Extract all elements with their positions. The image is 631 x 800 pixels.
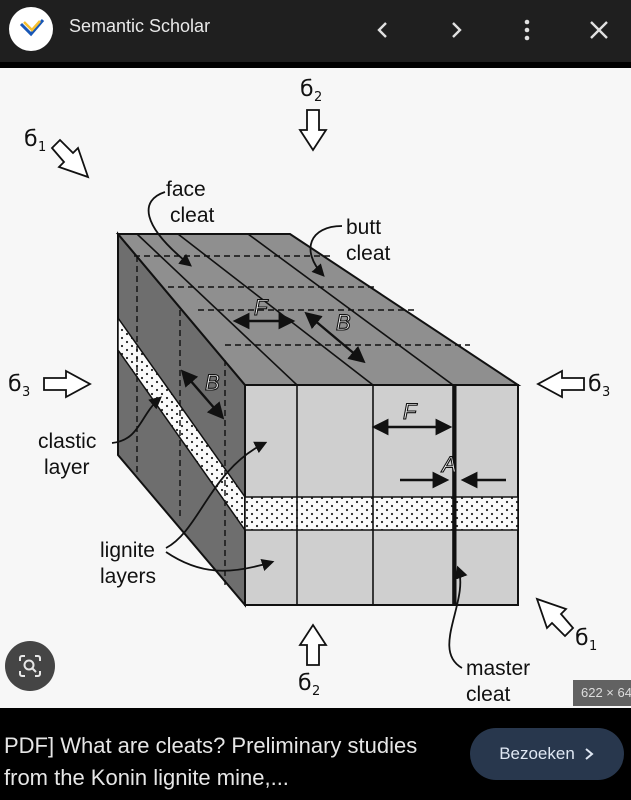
svg-text:2: 2 <box>312 684 320 699</box>
face-cleat-label-2: cleat <box>170 204 215 227</box>
sigma2-top-symbol: б <box>300 77 314 102</box>
sigma1-top-arrow <box>50 138 90 179</box>
clastic-layer-label-2: layer <box>44 456 90 479</box>
svg-text:2: 2 <box>314 90 322 105</box>
sigma2-bottom-symbol: б <box>298 671 312 696</box>
sigma3-left-symbol: б <box>8 372 22 397</box>
face-cleat-label-1: face <box>166 178 206 201</box>
b-label-top: B <box>336 310 351 335</box>
master-cleat-label-2: cleat <box>466 683 511 706</box>
lignite-layers-label-1: lignite <box>100 539 155 562</box>
f-label-front: F <box>403 399 418 424</box>
chevron-right-icon <box>452 22 462 38</box>
lignite-layers-label-2: layers <box>100 565 156 588</box>
cleat-diagram: б 2 б 2 б 1 б 1 б 3 б 3 F B B F A <box>8 77 610 706</box>
a-label: A <box>440 452 457 477</box>
clastic-layer-label-1: clastic <box>38 430 96 453</box>
butt-cleat-label-1: butt <box>346 216 381 239</box>
clastic-band-front <box>244 496 519 531</box>
sigma1-bottom-arrow <box>535 597 575 638</box>
sigma3-right-symbol: б <box>588 372 602 397</box>
lens-search-button[interactable] <box>5 641 55 691</box>
block-front-face <box>244 384 519 606</box>
b-arrow-top <box>304 311 366 364</box>
b-label-side: B <box>205 370 220 395</box>
more-vertical-icon <box>524 19 530 41</box>
image-dimensions-badge: 622 × 64 <box>573 680 631 706</box>
svg-text:3: 3 <box>602 385 610 400</box>
close-icon <box>590 21 608 39</box>
visit-button-label: Bezoeken <box>499 744 575 763</box>
sigma3-right-arrow <box>536 369 585 399</box>
sigma3-left-arrow <box>43 369 92 399</box>
visit-button[interactable]: Bezoeken <box>470 728 624 780</box>
caption-title[interactable]: PDF] What are cleats? Preliminary studie… <box>4 733 418 790</box>
b-arrow-side <box>180 369 225 420</box>
butt-cleat-label-2: cleat <box>346 242 391 265</box>
sigma1-bottom-symbol: б <box>575 626 589 651</box>
back-button[interactable] <box>363 10 403 50</box>
sigma1-top-symbol: б <box>24 127 38 152</box>
svg-text:3: 3 <box>22 385 30 400</box>
top-bar: Semantic Scholar <box>0 0 631 62</box>
svg-text:1: 1 <box>38 140 46 155</box>
image-preview[interactable]: б 2 б 2 б 1 б 1 б 3 б 3 F B B F A <box>0 68 631 708</box>
semantic-scholar-logo <box>9 7 53 51</box>
chevron-left-icon <box>377 22 387 38</box>
chevron-right-icon <box>585 748 594 760</box>
sigma2-top-arrow <box>298 109 328 152</box>
app-title: Semantic Scholar <box>69 16 211 36</box>
close-button[interactable] <box>579 10 619 50</box>
more-options-button[interactable] <box>507 10 547 50</box>
forward-button[interactable] <box>436 10 476 50</box>
svg-text:1: 1 <box>589 639 597 654</box>
master-cleat-label-1: master <box>466 657 530 680</box>
sigma2-bottom-arrow <box>298 623 328 666</box>
f-label-top: F <box>254 295 269 320</box>
lens-search-icon <box>19 655 41 677</box>
